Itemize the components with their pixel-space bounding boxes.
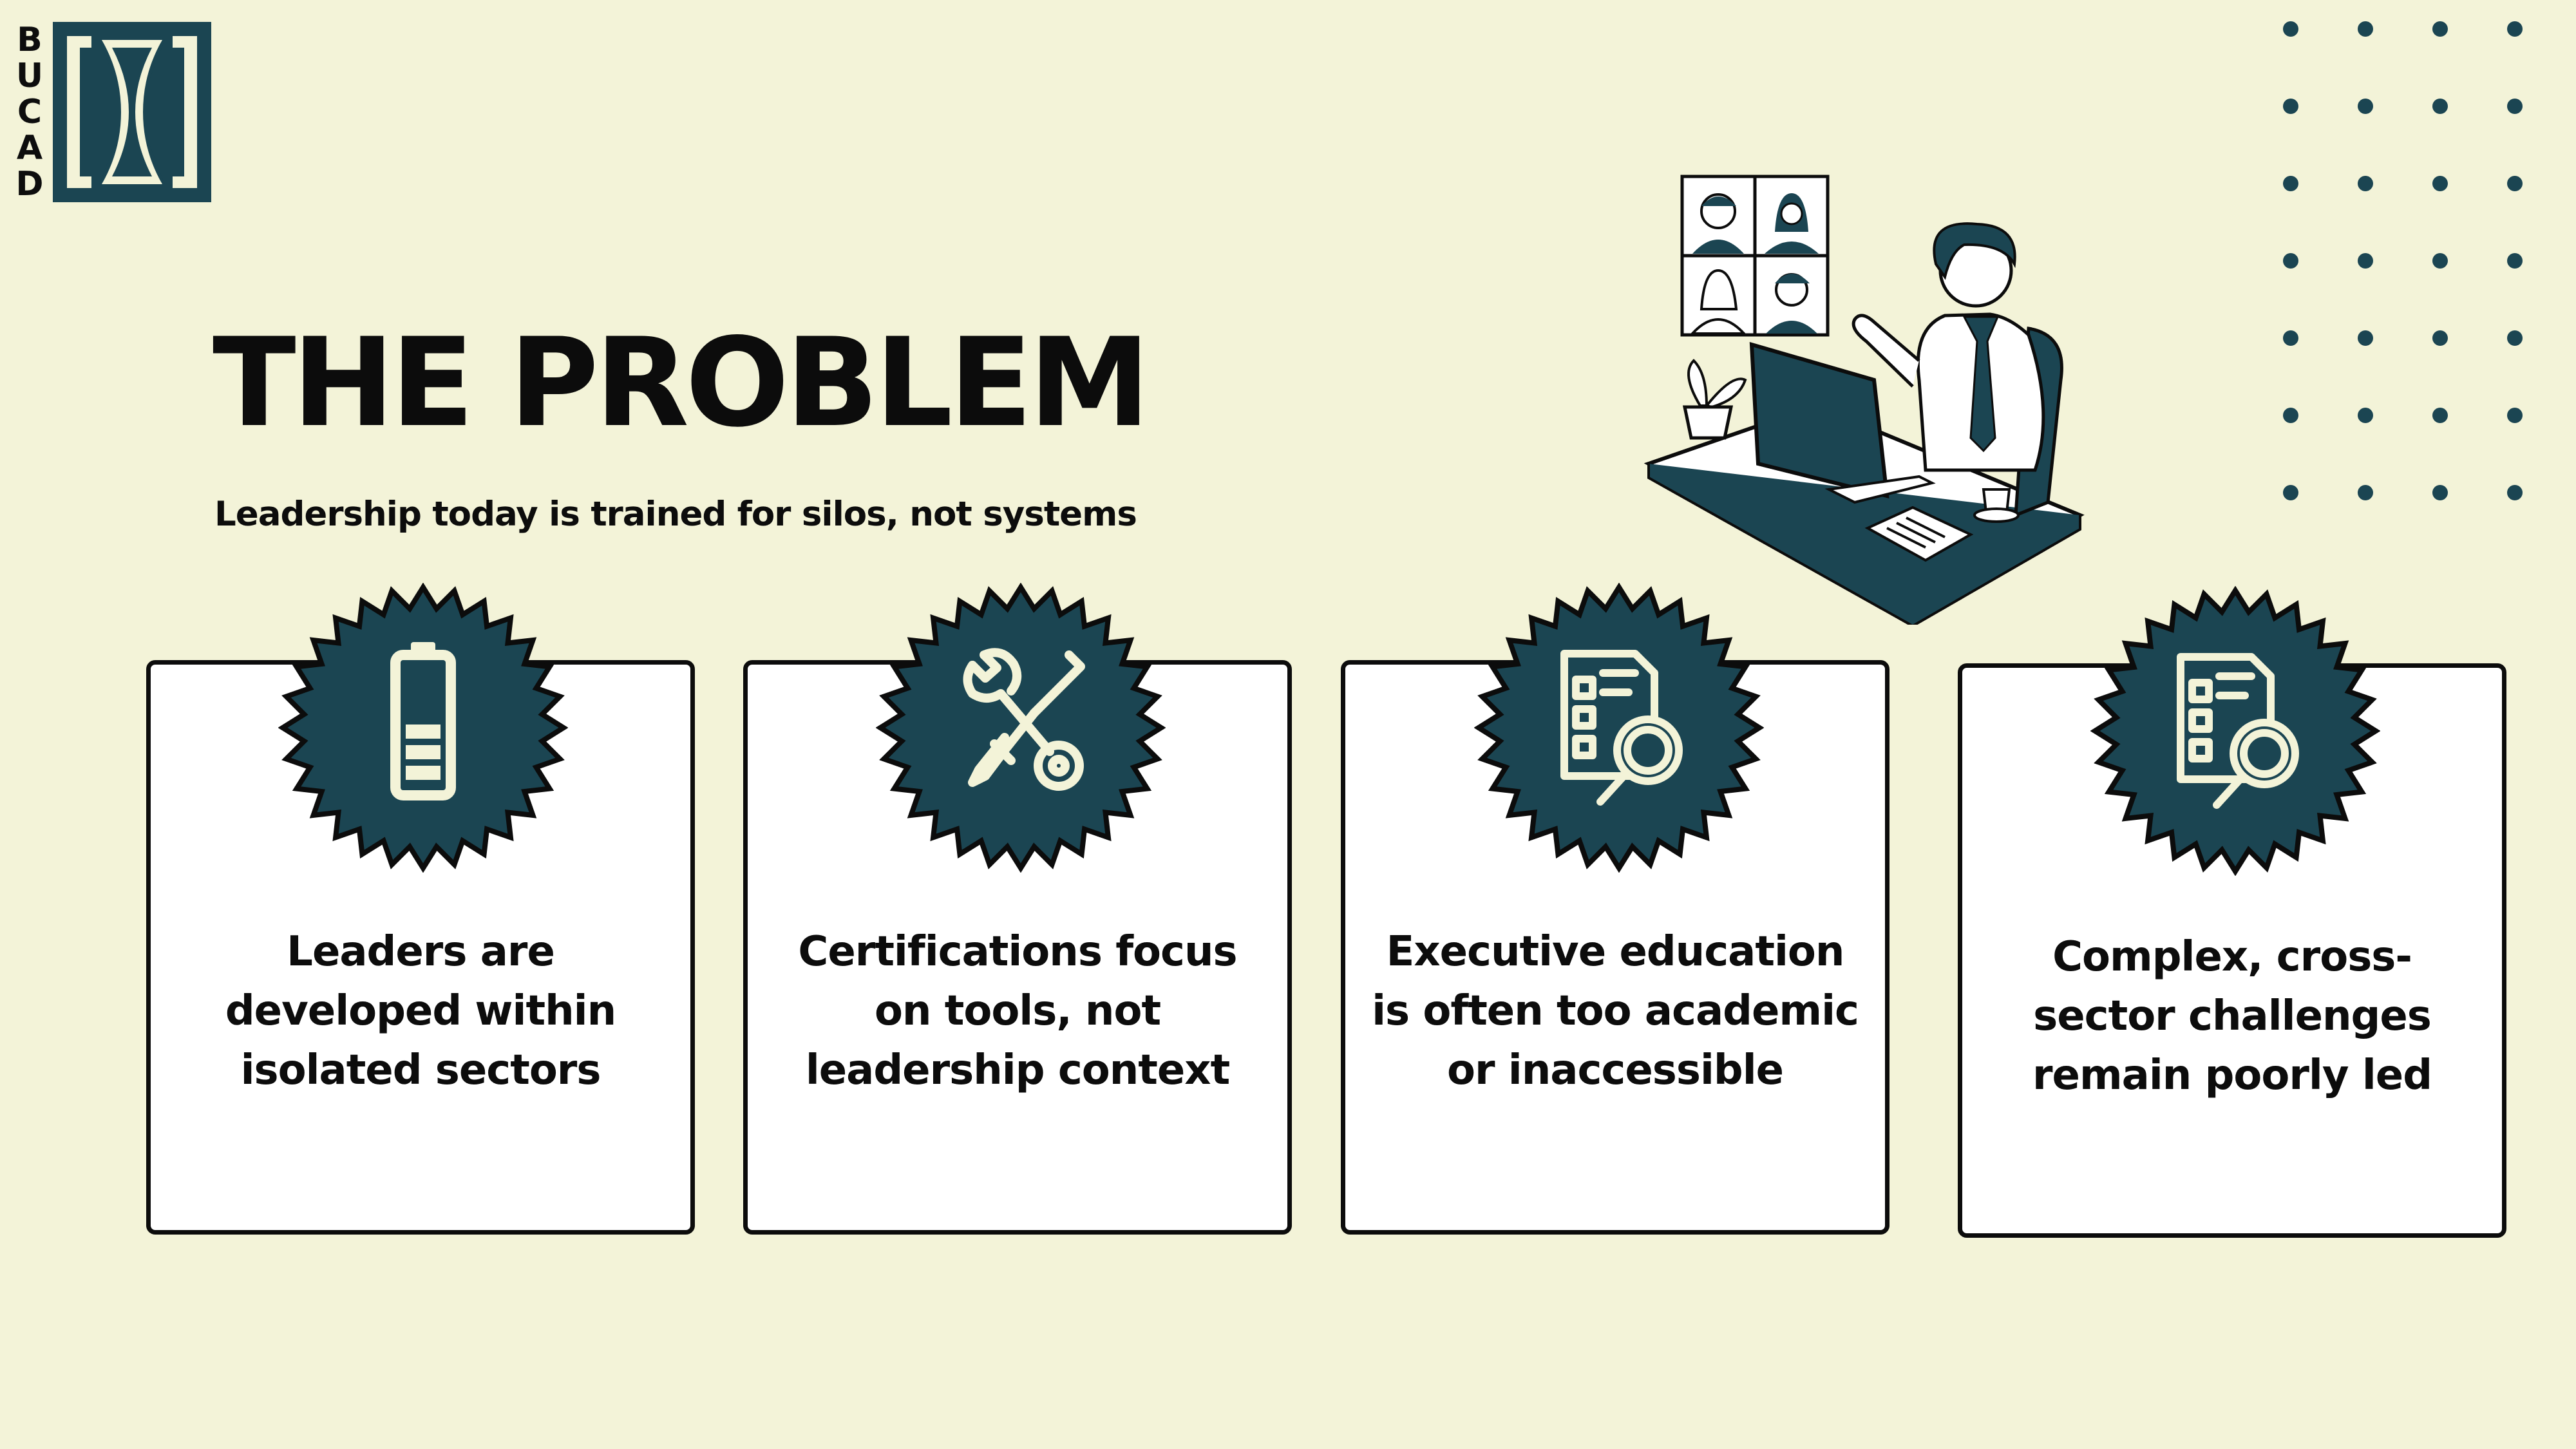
decorative-dot xyxy=(2358,485,2373,500)
decorative-dot xyxy=(2432,21,2448,37)
decorative-dot xyxy=(2507,21,2523,37)
problem-card-text: Complex, cross-sector challenges remain … xyxy=(2032,933,2432,1099)
problem-card-text: Certifications focus on tools, not leade… xyxy=(798,928,1237,1094)
decorative-dot xyxy=(2507,99,2523,114)
document-search-icon xyxy=(2090,586,2380,876)
document-search-icon xyxy=(1474,583,1764,873)
decorative-dot xyxy=(2283,330,2298,346)
decorative-dot xyxy=(2432,408,2448,423)
page-title: THE PROBLEM xyxy=(213,312,1150,454)
decorative-dot xyxy=(2283,253,2298,269)
problem-card: Complex, cross-sector challenges remain … xyxy=(1958,663,2506,1238)
logo-letter: D xyxy=(15,165,44,204)
logo-letter: A xyxy=(16,129,43,167)
decorative-dot xyxy=(2432,253,2448,269)
decorative-dot xyxy=(2507,176,2523,191)
decorative-dot xyxy=(2358,21,2373,37)
decorative-dot xyxy=(2283,176,2298,191)
dot-grid-decoration xyxy=(2283,21,2523,500)
decorative-dot xyxy=(2358,253,2373,269)
problem-card-text: Leaders are developed within isolated se… xyxy=(225,928,616,1094)
wrench-screwdriver-icon xyxy=(876,583,1166,873)
decorative-dot xyxy=(2507,330,2523,346)
logo-letter: U xyxy=(15,57,44,95)
problem-card-text: Executive education is often too academi… xyxy=(1372,928,1859,1094)
video-conference-illustration-icon xyxy=(1643,175,2085,625)
decorative-dot xyxy=(2358,176,2373,191)
decorative-dot xyxy=(2432,485,2448,500)
decorative-dot xyxy=(2432,99,2448,114)
decorative-dot xyxy=(2432,330,2448,346)
decorative-dot xyxy=(2283,485,2298,500)
decorative-dot xyxy=(2358,408,2373,423)
low-battery-icon xyxy=(278,583,568,873)
logo-mark-icon xyxy=(53,22,211,202)
decorative-dot xyxy=(2283,99,2298,114)
logo-letter: B xyxy=(17,21,43,59)
logo-letter: C xyxy=(17,93,43,131)
decorative-dot xyxy=(2358,330,2373,346)
decorative-dot xyxy=(2507,253,2523,269)
bucad-logo: B U C A D xyxy=(12,22,211,202)
page-subtitle: Leadership today is trained for silos, n… xyxy=(214,495,1137,534)
decorative-dot xyxy=(2507,485,2523,500)
decorative-dot xyxy=(2358,99,2373,114)
logo-letters: B U C A D xyxy=(12,22,48,202)
decorative-dot xyxy=(2432,176,2448,191)
decorative-dot xyxy=(2507,408,2523,423)
decorative-dot xyxy=(2283,21,2298,37)
decorative-dot xyxy=(2283,408,2298,423)
